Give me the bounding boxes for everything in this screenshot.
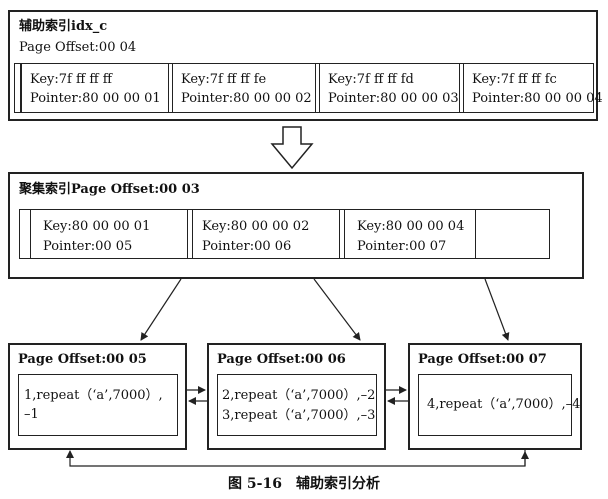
- leaf-page-title: Page Offset:00 05: [18, 352, 147, 367]
- entry-pointer: Pointer:00 06: [202, 239, 292, 254]
- entry-pointer: Pointer:80 00 00 02: [181, 91, 312, 106]
- entry-key: Key:7f ff ff fc: [472, 72, 557, 87]
- entry-key: Key:7f ff ff ff: [30, 72, 112, 87]
- entry-pointer: Pointer:80 00 00 04: [472, 91, 603, 106]
- secondary-entry-1: Key:7f ff ff ff Pointer:80 00 00 01: [22, 64, 169, 112]
- leaf-page-07: Page Offset:00 07 4,repeat（‘a’,7000）,–4: [408, 343, 582, 450]
- secondary-index-page-offset: Page Offset:00 04: [19, 40, 137, 55]
- secondary-entry-2: Key:7f ff ff fe Pointer:80 00 00 02: [172, 64, 316, 112]
- secondary-index-title: 辅助索引idx_c: [19, 19, 108, 34]
- secondary-entry-4: Key:7f ff ff fc Pointer:80 00 00 04: [463, 64, 603, 112]
- clustered-entry-2: Key:80 00 00 02 Pointer:00 06: [192, 210, 340, 258]
- clustered-entry-3: Key:80 00 00 04 Pointer:00 07: [344, 210, 476, 258]
- entry-pointer: Pointer:80 00 00 01: [30, 91, 161, 106]
- leaf-page-06: Page Offset:00 06 2,repeat（‘a’,7000）,–2 …: [207, 343, 386, 450]
- secondary-index-box: 辅助索引idx_c Page Offset:00 04 Key:7f ff ff…: [8, 10, 603, 121]
- secondary-entry-3: Key:7f ff ff fd Pointer:80 00 00 03: [319, 64, 460, 112]
- secondary-index-record-row: Key:7f ff ff ff Pointer:80 00 00 01 Key:…: [14, 63, 603, 113]
- record-line: 4,repeat（‘a’,7000）,–4: [427, 397, 581, 412]
- clustered-index-record-row: Key:80 00 00 01 Pointer:00 05 Key:80 00 …: [19, 209, 550, 259]
- link-07-to-05-wrap: [66, 450, 526, 467]
- secondary-entry: [20, 64, 22, 112]
- leaf-page-records: 4,repeat（‘a’,7000）,–4: [418, 374, 580, 436]
- clustered-index-title: 聚集索引Page Offset:00 03: [19, 182, 200, 197]
- leaf-page-records: 2,repeat（‘a’,7000）,–2 3,repeat（‘a’,7000）…: [217, 374, 377, 436]
- entry-key: Key:80 00 00 04: [357, 219, 465, 234]
- entry-key: Key:7f ff ff fe: [181, 72, 267, 87]
- record-line: –1: [24, 407, 39, 422]
- arrow-to-page-05: [140, 278, 182, 341]
- entry-key: Key:80 00 00 02: [202, 219, 310, 234]
- leaf-page-05: Page Offset:00 05 1,repeat（‘a’,7000）, –1: [8, 343, 187, 450]
- clustered-index-box: 聚集索引Page Offset:00 03 Key:80 00 00 01 Po…: [8, 172, 584, 279]
- figure-caption: 图 5-16 辅助索引分析: [228, 476, 380, 492]
- leaf-page-title: Page Offset:00 06: [217, 352, 346, 367]
- leaf-page-records: 1,repeat（‘a’,7000）, –1: [18, 374, 178, 436]
- entry-key: Key:80 00 00 01: [43, 219, 151, 234]
- leaf-page-title: Page Offset:00 07: [418, 352, 547, 367]
- arrow-to-page-07: [484, 278, 510, 341]
- record-line: 1,repeat（‘a’,7000）,: [24, 388, 163, 403]
- record-line: 3,repeat（‘a’,7000）,–3: [222, 408, 376, 423]
- entry-pointer: Pointer:00 05: [43, 239, 133, 254]
- entry-pointer: Pointer:00 07: [357, 239, 447, 254]
- arrow-to-page-06: [313, 278, 361, 341]
- clustered-entry-1: Key:80 00 00 01 Pointer:00 05: [30, 210, 188, 258]
- entry-key: Key:7f ff ff fd: [328, 72, 414, 87]
- hollow-down-arrow-icon: [270, 126, 314, 170]
- entry-pointer: Pointer:80 00 00 03: [328, 91, 459, 106]
- record-line: 2,repeat（‘a’,7000）,–2: [222, 388, 376, 403]
